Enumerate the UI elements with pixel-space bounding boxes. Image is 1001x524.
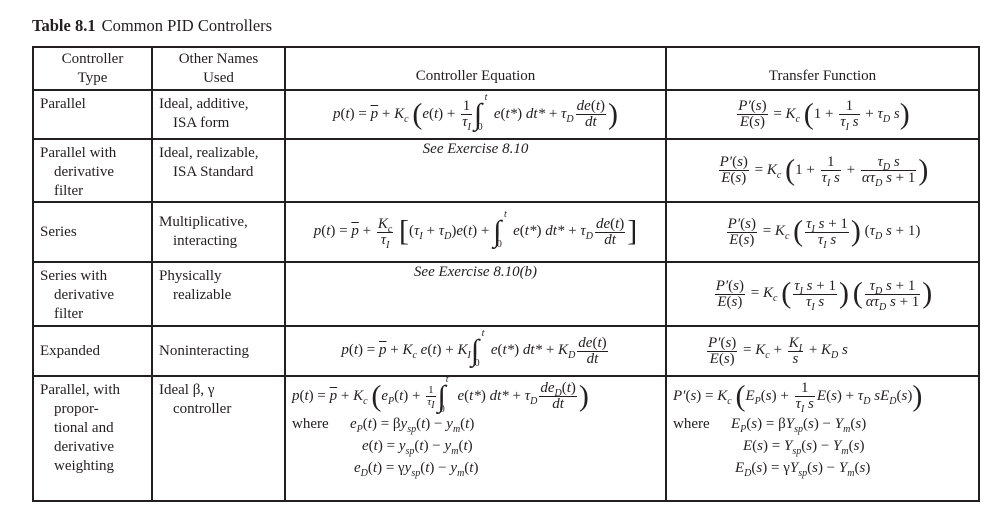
table-title: Common PID Controllers <box>101 16 273 35</box>
cell-type: Expanded <box>32 325 153 377</box>
see-exercise-note: See Exercise 8.10 <box>284 138 667 203</box>
table-row: Series Multiplicative,interacting p(t) =… <box>32 201 980 263</box>
table-row: Parallel Ideal, additive,ISA form p(t) =… <box>32 89 980 140</box>
where-label: where <box>673 416 710 432</box>
cell-names: Ideal, additive,ISA form <box>151 89 286 140</box>
header-transfer-function: Transfer Function <box>665 46 980 91</box>
cell-type: Series <box>32 201 153 263</box>
table-number: Table 8.1 <box>32 16 96 35</box>
header-controller-equation: Controller Equation <box>284 46 667 91</box>
cell-type: Parallel <box>32 89 153 140</box>
cell-names: Noninteracting <box>151 325 286 377</box>
see-exercise-note: See Exercise 8.10(b) <box>284 261 667 327</box>
table-caption: Table 8.1 Common PID Controllers <box>32 16 272 36</box>
cell-names: Ideal, realizable,ISA Standard <box>151 138 286 203</box>
cell-names: Multiplicative,interacting <box>151 201 286 263</box>
where-label: where <box>292 416 329 432</box>
table-row: Expanded Noninteracting p(t) = p + Kc e(… <box>32 325 980 377</box>
